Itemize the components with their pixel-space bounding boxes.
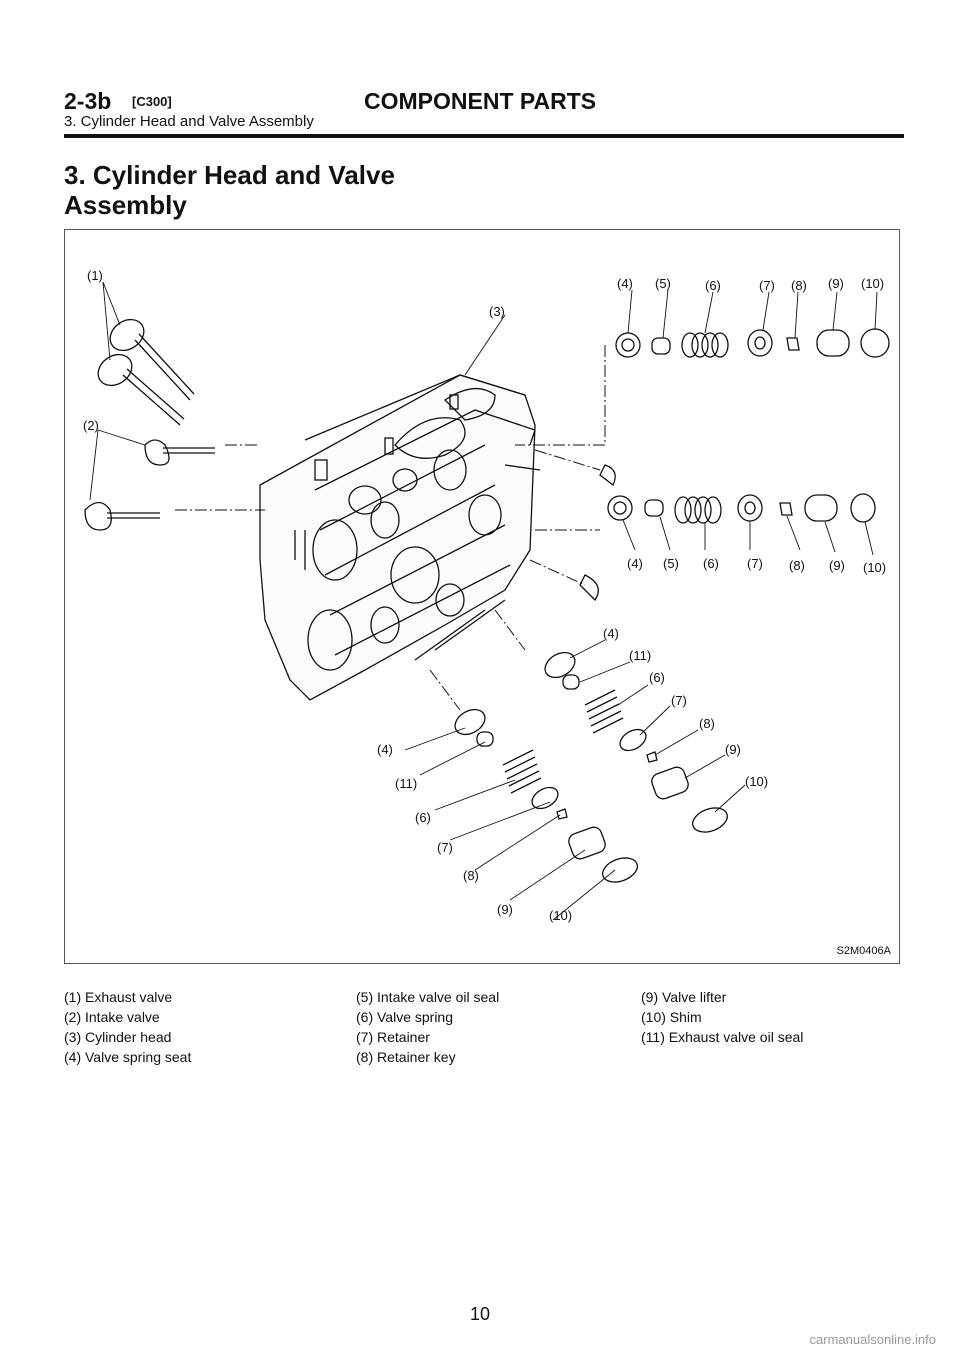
callout-7-right: (7) [671,693,687,708]
legend-item: (7) Retainer [356,1029,430,1045]
cylinder-head-drawing: (1) (2) (3) (4) (5) (6) (7) (8) (9) (10)… [83,268,890,923]
legend-item: (4) Valve spring seat [64,1049,192,1065]
callout-6-mid: (6) [703,556,719,571]
callout-10-left: (10) [549,908,572,923]
callout-8-right: (8) [699,716,715,731]
callout-7-left: (7) [437,840,453,855]
callout-7-top: (7) [759,278,775,293]
callout-4-left: (4) [377,742,393,757]
callout-11-right: (11) [629,648,651,663]
callout-6-left: (6) [415,810,431,825]
callout-8-mid: (8) [789,558,805,573]
breadcrumb: 3. Cylinder Head and Valve Assembly [64,113,314,130]
page-header: 2-3b [C300] COMPONENT PARTS 3. Cylinder … [64,88,904,134]
callout-4-top: (4) [617,276,633,291]
callout-10-right: (10) [745,774,768,789]
callout-5-top: (5) [655,276,671,291]
callout-9-top: (9) [828,276,844,291]
exploded-diagram: (1) (2) (3) (4) (5) (6) (7) (8) (9) (10)… [64,229,900,964]
callout-1: (1) [87,268,103,283]
section-subcode: [C300] [132,94,172,109]
legend-item: (5) Intake valve oil seal [356,989,500,1005]
header-divider [64,134,904,138]
callout-4-mid: (4) [627,556,643,571]
callout-10-top: (10) [861,276,884,291]
callout-9-right: (9) [725,742,741,757]
callout-8-top: (8) [791,278,807,293]
legend-item: (11) Exhaust valve oil seal [641,1029,804,1045]
legend-item: (9) Valve lifter [641,989,727,1005]
legend-item: (2) Intake valve [64,1009,160,1025]
callout-6-right: (6) [649,670,665,685]
callout-2: (2) [83,418,99,433]
legend-item: (3) Cylinder head [64,1029,172,1045]
callout-6-top: (6) [705,278,721,293]
section-title: COMPONENT PARTS [364,88,597,114]
callout-9-mid: (9) [829,558,845,573]
section-code: 2-3b [64,88,112,114]
callout-3: (3) [489,304,505,319]
watermark: carmanualsonline.info [809,1332,936,1347]
callout-5-mid: (5) [663,556,679,571]
callout-8-left: (8) [463,868,479,883]
callout-11-left: (11) [395,776,417,791]
callout-9-left: (9) [497,902,513,917]
figure-code: S2M0406A [836,945,891,957]
page-title: 3. Cylinder Head and Valve Assembly [64,160,395,220]
callout-4-right: (4) [603,626,619,641]
legend-item: (6) Valve spring [356,1009,454,1025]
callout-10-mid: (10) [863,560,886,575]
legend-item: (8) Retainer key [356,1049,456,1065]
callout-labels: (1) (2) (3) (4) (5) (6) (7) (8) (9) (10)… [83,268,886,923]
callout-7-mid: (7) [747,556,763,571]
legend-item: (1) Exhaust valve [64,989,173,1005]
legend-item: (10) Shim [641,1009,702,1025]
page-number: 10 [469,1304,491,1324]
